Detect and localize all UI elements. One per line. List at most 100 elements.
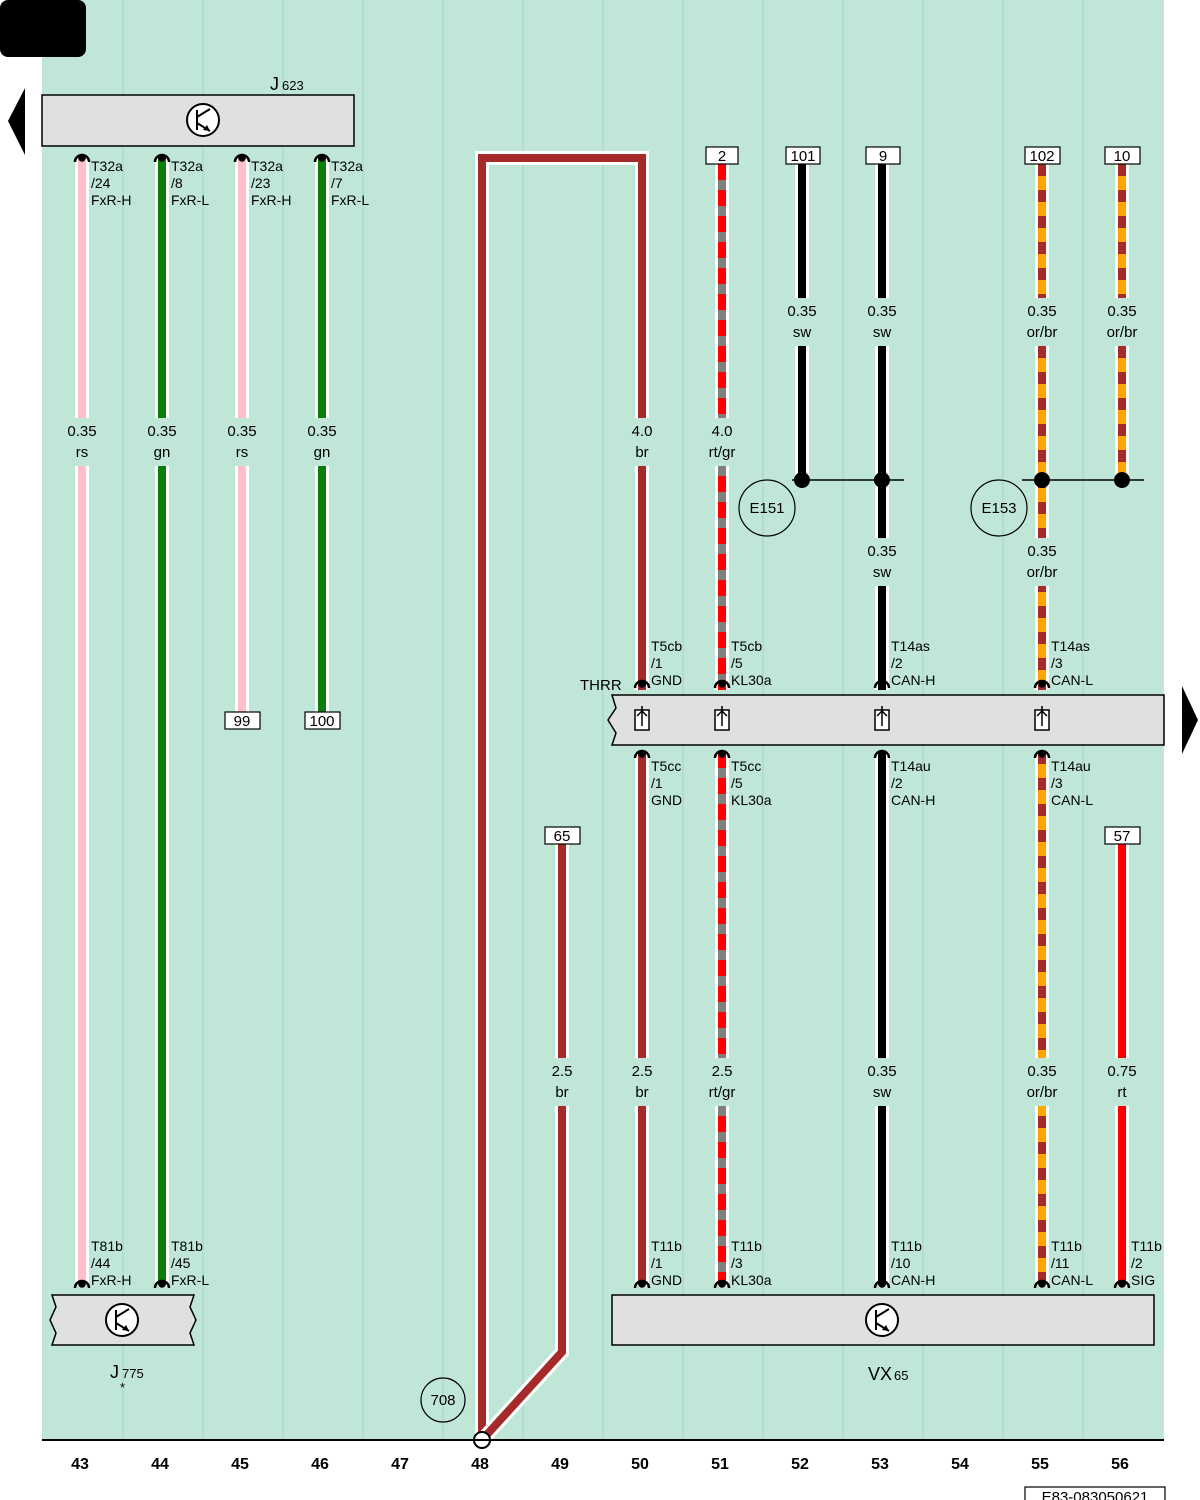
- column-number: 46: [311, 1456, 329, 1473]
- svg-text:0.35: 0.35: [147, 423, 176, 440]
- svg-text:rs: rs: [76, 444, 89, 461]
- wire-label-44: 0.35 gn: [144, 418, 180, 466]
- ref-box-100[interactable]: 100: [304, 711, 341, 730]
- circle-labels: E151 E153 708: [420, 479, 1028, 1423]
- svg-text:101: 101: [790, 148, 815, 165]
- page-tab: [0, 0, 86, 57]
- column-number: 48: [471, 1456, 489, 1473]
- svg-text:0.75: 0.75: [1107, 1063, 1136, 1080]
- svg-text:0.35: 0.35: [1107, 303, 1136, 320]
- fuse-icon: [714, 706, 730, 731]
- svg-text:rt/gr: rt/gr: [709, 444, 736, 461]
- column-number: 55: [1031, 1456, 1049, 1473]
- ground-708[interactable]: 708: [420, 1377, 466, 1423]
- transistor-icon: [186, 103, 220, 137]
- component-vx65[interactable]: VX 65: [611, 1294, 1155, 1384]
- j775-label: J: [110, 1362, 119, 1382]
- svg-text:99: 99: [234, 713, 251, 730]
- junction-dot: [1114, 472, 1130, 488]
- svg-text:10: 10: [1114, 148, 1131, 165]
- wire-label-45: 0.35 rs: [224, 418, 260, 466]
- diagram-id-box: E83-083050621: [1024, 1486, 1166, 1500]
- svg-text:65: 65: [554, 828, 571, 845]
- vx65-label-sub: 65: [894, 1368, 908, 1383]
- svg-text:0.35: 0.35: [867, 1063, 896, 1080]
- column-number: 56: [1111, 1456, 1129, 1473]
- svg-text:100: 100: [309, 713, 334, 730]
- wire-49: [476, 844, 569, 1445]
- fuse-icon: [634, 706, 650, 731]
- svg-text:gn: gn: [154, 444, 171, 461]
- column-number: 50: [631, 1456, 649, 1473]
- svg-text:rs: rs: [236, 444, 249, 461]
- ref-box-2[interactable]: 2: [705, 146, 739, 165]
- svg-text:or/br: or/br: [1027, 324, 1058, 341]
- page-right-arrow[interactable]: [1182, 686, 1198, 754]
- svg-text:4.0: 4.0: [632, 423, 653, 440]
- page-left-arrow[interactable]: [8, 88, 25, 155]
- column-number: 53: [871, 1456, 889, 1473]
- svg-text:sw: sw: [873, 1084, 892, 1101]
- column-number: 51: [711, 1456, 729, 1473]
- splice-e153[interactable]: E153: [970, 479, 1028, 537]
- column-number: 44: [151, 1456, 169, 1473]
- junction-dot: [874, 472, 890, 488]
- wire-label-50b: 2.5br: [624, 1058, 660, 1106]
- splice-e151[interactable]: E151: [738, 479, 796, 537]
- column-number: 43: [71, 1456, 89, 1473]
- diagram-id: E83-083050621: [1042, 1489, 1149, 1500]
- ref-box-65[interactable]: 65: [544, 826, 581, 845]
- ref-box-9[interactable]: 9: [865, 146, 901, 165]
- junction-dot: [794, 472, 810, 488]
- svg-text:br: br: [635, 1084, 648, 1101]
- ref-box-101[interactable]: 101: [785, 146, 821, 165]
- component-j623[interactable]: J 623: [41, 74, 355, 147]
- transistor-icon: [865, 1303, 899, 1337]
- svg-text:0.35: 0.35: [307, 423, 336, 440]
- column-number: 54: [951, 1456, 969, 1473]
- svg-text:E153: E153: [981, 500, 1016, 517]
- junction-dot: [1034, 472, 1050, 488]
- wire-label-53c: 0.35 sw: [864, 1058, 900, 1106]
- column-number: 49: [551, 1456, 569, 1473]
- ref-box-99[interactable]: 99: [224, 711, 261, 730]
- component-thrr[interactable]: THRR: [580, 677, 1165, 746]
- ref-box-10[interactable]: 10: [1104, 146, 1141, 165]
- transistor-icon: [105, 1303, 139, 1337]
- ref-box-102[interactable]: 102: [1024, 146, 1061, 165]
- component-j775[interactable]: J 775 *: [49, 1294, 197, 1395]
- svg-text:br: br: [635, 444, 648, 461]
- svg-text:0.35: 0.35: [787, 303, 816, 320]
- wires: [75, 151, 1129, 1445]
- svg-text:0.35: 0.35: [227, 423, 256, 440]
- junctions: [792, 472, 1144, 488]
- thrr-label: THRR: [580, 677, 622, 694]
- svg-text:br: br: [555, 1084, 568, 1101]
- svg-text:or/br: or/br: [1027, 1084, 1058, 1101]
- svg-text:2.5: 2.5: [712, 1063, 733, 1080]
- ref-box-57[interactable]: 57: [1104, 826, 1141, 845]
- svg-text:0.35: 0.35: [867, 543, 896, 560]
